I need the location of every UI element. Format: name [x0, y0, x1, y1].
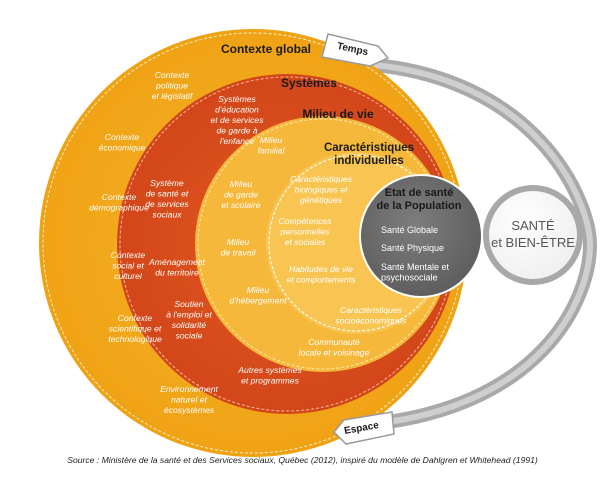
time-arrow: Temps	[321, 33, 390, 67]
outcome-line-1: SANTÉ	[511, 218, 555, 233]
milieu-de-vie-title: Milieu de vie	[302, 107, 374, 121]
core-item-1: Santé Globale	[381, 225, 438, 235]
outcome-line-2: et BIEN-ÊTRE	[491, 235, 575, 250]
space-arrow: Espace	[332, 411, 395, 445]
outcome-circle	[483, 185, 583, 285]
contexte-global-title: Contexte global	[221, 42, 311, 56]
core-title-line-2: de la Population	[377, 200, 462, 212]
systemes-title: Systèmes	[281, 76, 337, 90]
cycle-arc-highlight	[359, 61, 594, 428]
core-etat-de-sante	[359, 174, 483, 298]
core-title-line-1: Etat de santé	[385, 187, 453, 199]
caracteristiques-title-line-2: individuelles	[334, 155, 404, 167]
core-item-2: Santé Physique	[381, 243, 444, 253]
source-caption: Source : Ministère de la santé et des Se…	[67, 455, 538, 465]
caracteristiques-title-line-1: Caractéristiques	[324, 142, 414, 154]
